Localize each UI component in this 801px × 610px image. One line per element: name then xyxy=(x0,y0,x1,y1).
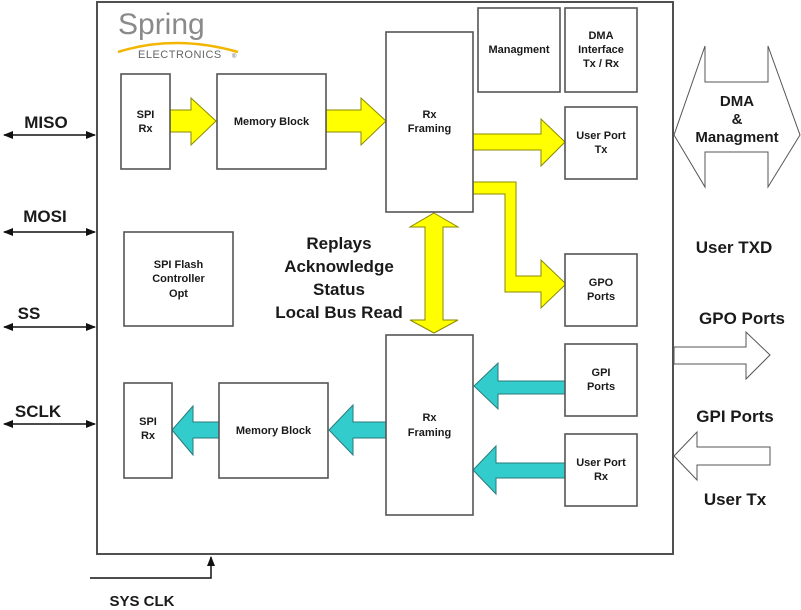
gpi-ports-input-label: GPI Ports xyxy=(696,407,773,426)
gpi-ports-line1: GPI xyxy=(592,367,611,379)
dma-interface-line1: DMA xyxy=(588,30,613,42)
sys-clk-label: SYS CLK xyxy=(109,593,174,610)
gpo-ports-output-arrow xyxy=(673,330,771,381)
dma-interface-line3: Tx / Rx xyxy=(583,58,620,70)
sys-clk-signal: SYS CLK xyxy=(90,556,215,610)
gpo-ports-line1: GPO xyxy=(589,277,614,289)
framing-bidirectional-arrow xyxy=(408,212,460,334)
center-line-acknowledge: Acknowledge xyxy=(284,257,394,276)
spi-rx-top-line2: Rx xyxy=(138,123,153,135)
memory-bottom-label: Memory Block xyxy=(236,425,312,437)
block-gpi-ports: GPI Ports xyxy=(564,343,638,417)
spi-rx-bottom-line2: Rx xyxy=(141,430,156,442)
rx-framing-bottom-line1: Rx xyxy=(422,412,437,424)
rx-framing-top-line1: Rx xyxy=(422,109,437,121)
rx-framing-to-memory-arrow xyxy=(328,403,387,457)
gpi-ports-line2: Ports xyxy=(587,381,615,393)
rx-framing-bottom-line2: Framing xyxy=(408,427,451,439)
gpo-ports-line2: Ports xyxy=(587,291,615,303)
signal-sclk: SCLK xyxy=(3,402,96,428)
sys-clk-arrow xyxy=(90,556,215,579)
logo-sub: ELECTRONICS xyxy=(138,49,222,61)
mosi-label: MOSI xyxy=(23,207,66,226)
spi-flash-line3: Opt xyxy=(169,288,188,300)
block-gpo-ports: GPO Ports xyxy=(564,253,638,327)
block-spi-rx-bottom: SPI Rx xyxy=(123,382,173,479)
block-dma-interface: DMA Interface Tx / Rx xyxy=(564,7,638,93)
dma-arrow-line3: Managment xyxy=(695,129,778,146)
center-line-local-bus-read: Local Bus Read xyxy=(275,303,403,322)
center-annotation: Replays Acknowledge Status Local Bus Rea… xyxy=(275,234,403,322)
spi-flash-line2: Controller xyxy=(152,273,205,285)
memory-to-rx-framing-arrow xyxy=(325,96,387,147)
rx-framing-to-user-port-tx-arrow xyxy=(472,117,566,168)
ss-label: SS xyxy=(18,304,41,323)
block-rx-framing-top: Rx Framing xyxy=(385,31,474,213)
spring-electronics-logo: Spring ELECTRONICS ® xyxy=(117,8,239,61)
logo-swoosh xyxy=(117,41,239,54)
dma-managment-interface: DMA & Managment xyxy=(673,45,801,189)
spi-rx-top-line1: SPI xyxy=(137,109,155,121)
user-tx-label: User Tx xyxy=(704,490,767,509)
spi-rx-to-memory-arrow xyxy=(169,96,217,147)
managment-label: Managment xyxy=(488,44,549,56)
block-managment: Managment xyxy=(477,7,561,93)
dma-interface-line2: Interface xyxy=(578,44,624,56)
dma-arrow-line1: DMA xyxy=(720,93,754,110)
gpo-ports-output-label: GPO Ports xyxy=(699,309,785,328)
rx-framing-to-gpo-arrow xyxy=(472,181,567,310)
dma-managment-double-arrow xyxy=(673,45,801,189)
signal-miso: MISO xyxy=(3,113,96,139)
rx-framing-top-line2: Framing xyxy=(408,123,451,135)
signal-mosi: MOSI xyxy=(3,207,96,236)
memory-to-spi-rx-arrow xyxy=(171,404,220,457)
gpi-to-rx-framing-arrow xyxy=(473,361,566,411)
signal-ss: SS xyxy=(3,304,96,331)
block-spi-flash-controller: SPI Flash Controller Opt xyxy=(123,231,234,327)
block-rx-framing-bottom: Rx Framing xyxy=(385,334,474,516)
logo-brand: Spring xyxy=(118,8,205,41)
gpo-ports-output: GPO Ports xyxy=(673,309,785,381)
logo-registered-mark: ® xyxy=(232,53,237,60)
block-user-port-tx: User Port Tx xyxy=(564,106,638,180)
dma-arrow-line2: & xyxy=(732,111,743,128)
user-port-rx-to-rx-framing-arrow xyxy=(472,444,566,496)
memory-top-label: Memory Block xyxy=(234,116,310,128)
miso-label: MISO xyxy=(24,113,67,132)
gpi-ports-input: GPI Ports xyxy=(673,407,774,482)
user-port-tx-line2: Tx xyxy=(595,144,609,156)
spi-rx-bottom-line1: SPI xyxy=(139,416,157,428)
block-memory-top: Memory Block xyxy=(216,73,327,170)
block-user-port-rx: User Port Rx xyxy=(564,433,638,507)
center-line-status: Status xyxy=(313,280,365,299)
center-line-replays: Replays xyxy=(306,234,371,253)
sclk-label: SCLK xyxy=(15,402,62,421)
user-port-rx-line1: User Port xyxy=(576,457,626,469)
user-txd-label: User TXD xyxy=(696,238,773,257)
block-spi-rx-top: SPI Rx xyxy=(120,73,171,170)
spi-flash-line1: SPI Flash xyxy=(154,259,204,271)
gpi-ports-input-arrow xyxy=(673,430,771,482)
block-memory-bottom: Memory Block xyxy=(218,382,329,479)
user-port-rx-line2: Rx xyxy=(594,471,609,483)
user-port-tx-line1: User Port xyxy=(576,130,626,142)
